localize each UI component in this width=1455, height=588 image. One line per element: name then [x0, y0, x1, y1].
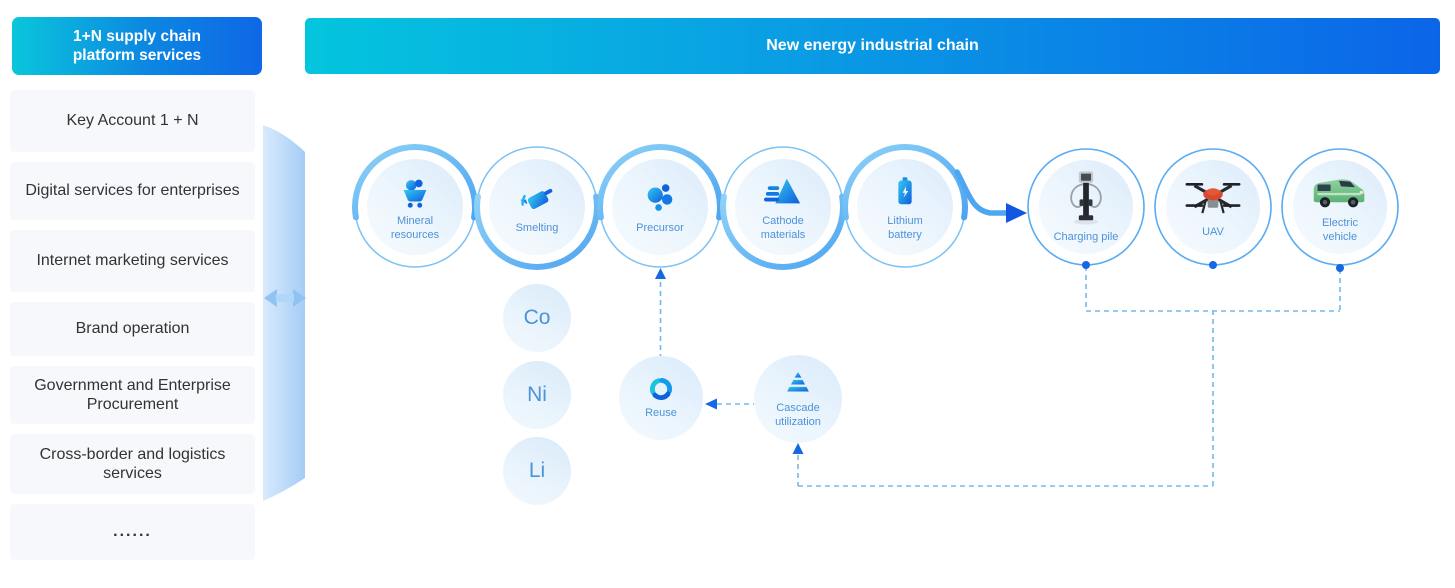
- divider-band: [263, 125, 305, 501]
- app-inner: UAV: [1166, 160, 1260, 254]
- stage-circle-smelting: Smelting: [470, 140, 604, 274]
- banner-title: New energy industrial chain: [766, 37, 979, 54]
- stage-circle-lithium-battery: Lithium battery: [838, 140, 972, 274]
- cascade-pyramid-icon: [787, 371, 809, 392]
- recycle-circle-reuse: Reuse: [619, 356, 703, 440]
- dashed-line-cascade-to-reuse: [705, 398, 754, 410]
- stage-circle-precursor: Precursor: [593, 140, 727, 274]
- stage-inner: Lithium battery: [857, 159, 953, 255]
- industrial-chain-banner: New energy industrial chain: [305, 18, 1440, 74]
- recycle-label: Cascade utilization: [775, 401, 821, 428]
- sidebar-item-crossborder-logistics: Cross-border and logistics services: [10, 434, 255, 494]
- sidebar-item-label: Cross-border and logistics services: [39, 445, 226, 482]
- sidebar-item-label: ......: [113, 523, 152, 541]
- stage-inner: Mineral resources: [367, 159, 463, 255]
- stage-label: Precursor: [636, 221, 684, 234]
- sidebar-item-government-procurement: Government and Enterprise Procurement: [10, 366, 255, 424]
- stage-inner: Cathode materials: [735, 159, 831, 255]
- stage-inner: Precursor: [612, 159, 708, 255]
- app-label: Charging pile: [1053, 230, 1119, 243]
- app-inner: Electric vehicle: [1293, 160, 1387, 254]
- material-label: Ni: [527, 383, 547, 406]
- recycle-label: Reuse: [645, 406, 677, 419]
- dashed-recycle-loop: [792, 261, 1344, 487]
- particle-cluster-icon: [647, 184, 673, 211]
- stage-circle-mineral-resources: Mineral resources: [348, 140, 482, 274]
- stage-label: Mineral resources: [390, 214, 440, 241]
- cathode-triangle-icon: [764, 178, 801, 204]
- sidebar-header-title: 1+N supply chain platform services: [72, 27, 202, 64]
- app-inner: Charging pile: [1039, 160, 1133, 254]
- drone-image: [1185, 182, 1241, 214]
- charging-pile-image: [1070, 171, 1102, 225]
- material-circle-ni: Ni: [503, 361, 571, 429]
- material-label: Li: [528, 459, 546, 482]
- dashed-line-reuse-to-precursor: [655, 268, 666, 356]
- stage-inner: Smelting: [489, 159, 585, 255]
- app-label: Electric vehicle: [1321, 216, 1359, 243]
- material-circle-co: Co: [503, 284, 571, 352]
- electric-van-image: [1313, 178, 1365, 208]
- sidebar-item-label: Internet marketing services: [36, 252, 229, 270]
- sidebar-item-label: Government and Enterprise Procurement: [34, 376, 231, 413]
- sidebar-item-internet-marketing: Internet marketing services: [10, 230, 255, 292]
- sidebar-item-label: Key Account 1 + N: [66, 112, 199, 130]
- sidebar-item-digital-services: Digital services for enterprises: [10, 162, 255, 220]
- app-circle-uav: UAV: [1153, 147, 1273, 267]
- app-label: UAV: [1202, 225, 1224, 238]
- sidebar-header: 1+N supply chain platform services: [12, 17, 262, 75]
- stage-label: Lithium battery: [887, 214, 923, 241]
- stage-label: Smelting: [515, 221, 559, 234]
- app-circle-charging-pile: Charging pile: [1026, 147, 1146, 267]
- mine-cart-icon: [403, 179, 427, 208]
- app-circle-electric-vehicle: Electric vehicle: [1280, 147, 1400, 267]
- sidebar-list: Key Account 1 + N Digital services for e…: [10, 90, 255, 560]
- recycle-icon: [649, 377, 673, 400]
- sidebar-item-label: Brand operation: [75, 320, 190, 338]
- sidebar-item-label: Digital services for enterprises: [25, 182, 240, 200]
- material-label: Co: [523, 306, 551, 329]
- sidebar-item-key-account: Key Account 1 + N: [10, 90, 255, 152]
- battery-icon: [898, 176, 912, 205]
- sidebar-item-brand-operation: Brand operation: [10, 302, 255, 356]
- material-circle-li: Li: [503, 437, 571, 505]
- left-right-arrow-icon: [264, 289, 306, 307]
- smelting-ladle-icon: [519, 188, 553, 209]
- recycle-circle-cascade-utilization: Cascade utilization: [754, 355, 842, 443]
- stage-circle-cathode-materials: Cathode materials: [716, 140, 850, 274]
- sidebar-item-more: ......: [10, 504, 255, 560]
- stage-label: Cathode materials: [760, 214, 806, 241]
